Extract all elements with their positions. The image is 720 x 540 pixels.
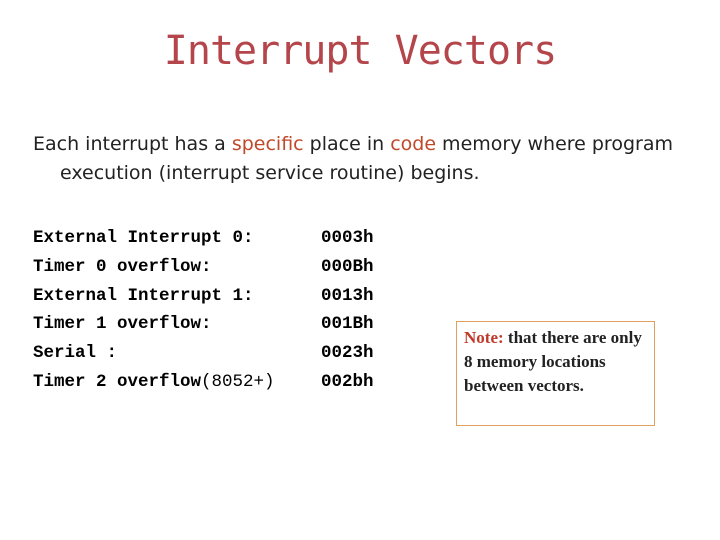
vector-row: External Interrupt 0: 0003h [33,224,401,253]
intro-text: place in [303,133,391,155]
intro-line-2: execution (interrupt service routine) be… [60,162,480,184]
vector-label-suffix: (8052+) [201,371,275,392]
vector-row: Timer 2 overflow(8052+) 002bh [33,368,401,397]
vector-address: 002bh [321,371,374,392]
note-text: that there are only 8 memory locations b… [464,328,642,395]
vector-label: External Interrupt 0: [33,228,254,248]
vector-row: Timer 0 overflow: 000Bh [33,253,401,282]
intro-text: Each interrupt has a [33,133,232,155]
intro-highlight-code: code [390,133,437,155]
vector-row: Serial : 0023h [33,339,401,368]
vector-label: Timer 1 overflow: [33,314,212,335]
vector-address: 0003h [321,228,374,248]
vector-label: External Interrupt 1: [33,285,254,306]
intro-text: memory where program [436,133,673,155]
vector-address: 0013h [321,285,374,306]
intro-highlight-specific: specific [231,133,304,155]
vector-address: 0023h [321,343,374,364]
vector-label: Serial : [33,343,118,364]
vector-label: Timer 2 overflow(8052+) [33,371,275,392]
vector-label: Timer 0 overflow: [33,256,212,277]
intro-paragraph: Each interrupt has a specific place in c… [33,130,693,188]
slide-title: Interrupt Vectors [163,28,557,74]
vector-table: External Interrupt 0: 0003h Timer 0 over… [33,224,401,397]
note-box: Note: that there are only 8 memory locat… [456,321,655,426]
vector-row: Timer 1 overflow: 001Bh [33,310,401,339]
vector-row: External Interrupt 1: 0013h [33,282,401,311]
note-label: Note: [464,328,504,347]
vector-address: 000Bh [321,256,374,277]
vector-address: 001Bh [321,314,374,335]
